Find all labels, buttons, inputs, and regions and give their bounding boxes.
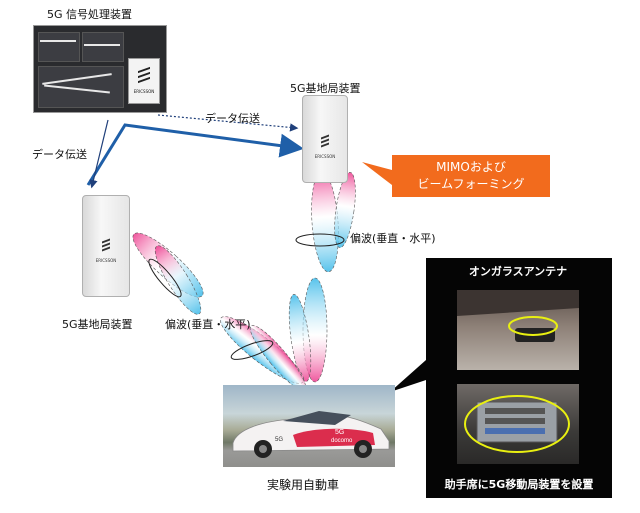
processor-title: 5G 信号処理装置	[47, 8, 133, 21]
inset-title: オンガラスアンテナ	[468, 265, 568, 278]
base-station-top-label: 5G基地局装置	[290, 82, 361, 95]
inset-caption: 助手席に5G移動局装置を設置	[444, 478, 594, 491]
data-transfer-left-label: データ伝送	[32, 148, 87, 161]
link-processor-to-top-station	[86, 123, 304, 186]
base-station-left-label: 5G基地局装置	[62, 318, 133, 331]
on-glass-antenna-photo	[457, 290, 579, 370]
inset-pointer	[390, 360, 426, 392]
callout-line-1: MIMOおよび	[436, 160, 506, 174]
ericsson-logo-icon	[102, 238, 110, 252]
car-text-docomo: docomo	[331, 438, 353, 444]
polarization-left-label: 偏波(垂直・水平)	[165, 318, 251, 331]
link-processor-to-left-station	[89, 119, 109, 189]
beam-car-2	[288, 294, 312, 382]
beam-top-station-2	[334, 172, 356, 248]
callout-pointer	[362, 162, 392, 185]
base-station-top: ERICSSON	[302, 95, 348, 183]
highlight-ring-antenna	[508, 316, 558, 336]
callout-line-2: ビームフォーミング	[417, 177, 525, 191]
base-station-left: ERICSSON	[82, 195, 130, 297]
vehicle-caption: 実験用自動車	[267, 478, 340, 492]
polarization-ring-car	[230, 340, 274, 360]
highlight-ring-equipment	[464, 395, 570, 453]
processor-photo: ERICSSON	[33, 25, 167, 113]
mimo-beamforming-callout: MIMOおよび ビームフォーミング	[392, 155, 550, 197]
link-dotted-top	[157, 114, 299, 132]
test-vehicle-photo: 5G docomo 5G	[223, 385, 395, 467]
polarization-ring-top	[295, 233, 345, 247]
mobile-station-photo	[457, 384, 579, 464]
base-station-top-brand: ERICSSON	[314, 154, 336, 159]
processor-ericsson-logo: ERICSSON	[128, 58, 160, 104]
base-station-left-brand: ERICSSON	[95, 258, 117, 263]
data-transfer-top-label: データ伝送	[205, 112, 260, 125]
car-text-side: 5G	[275, 437, 283, 443]
ericsson-logo-icon	[321, 134, 329, 148]
polarization-ring-left	[148, 258, 182, 298]
beam-left-station-2	[154, 245, 202, 315]
processor-brand: ERICSSON	[133, 89, 155, 94]
polarization-top-label: 偏波(垂直・水平)	[350, 232, 436, 245]
car-text-5g: 5G	[335, 429, 344, 436]
car-illustration: 5G docomo 5G	[232, 411, 390, 458]
